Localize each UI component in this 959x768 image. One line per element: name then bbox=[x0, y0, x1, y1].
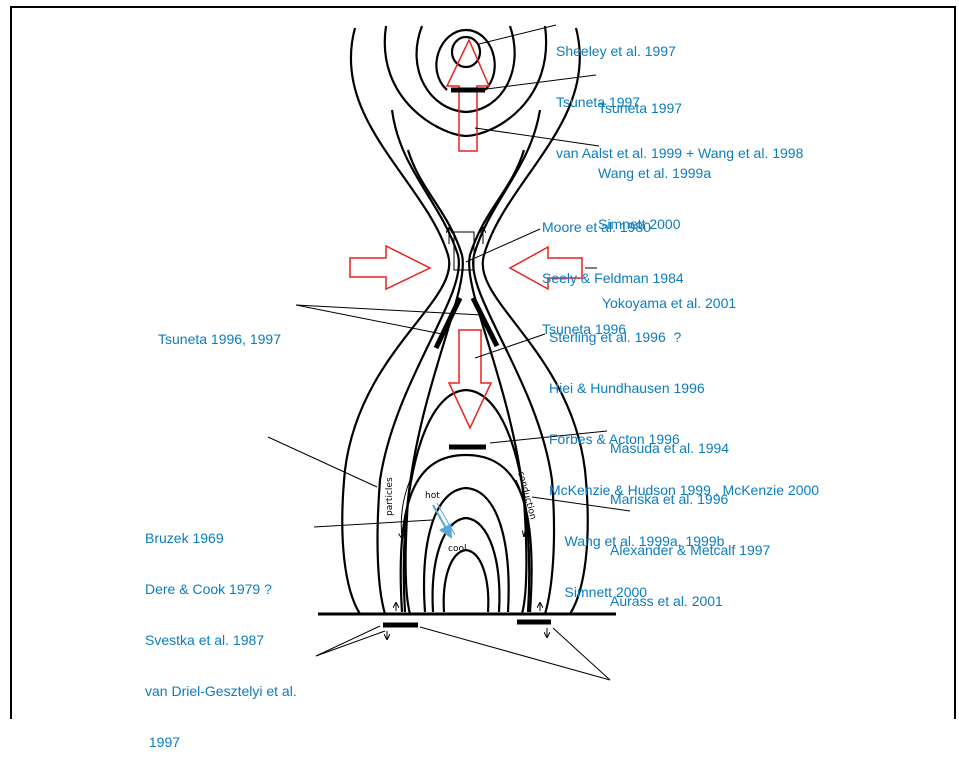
cooling-arrow bbox=[433, 505, 451, 537]
ref-line: Sterling et al. 1996 ? bbox=[549, 329, 819, 346]
inflow-arrow-left bbox=[350, 246, 430, 289]
ref-line: Tsuneta 1996, 1997 bbox=[158, 331, 281, 348]
conduction-label: conduction bbox=[515, 470, 538, 521]
refs-loop-top: Masuda et al. 1994 Mariska et al. 1996 A… bbox=[610, 406, 770, 627]
ref-line: 1997 bbox=[145, 734, 297, 751]
plasmoid-loop-3 bbox=[385, 26, 546, 136]
ref-line: Wang et al. 1999a bbox=[598, 165, 711, 182]
ref-line: Mariska et al. 1996 bbox=[610, 491, 770, 508]
ref-line: Svestka et al. 1987 bbox=[145, 632, 297, 649]
ref-line: Aurass et al. 2001 bbox=[610, 593, 770, 610]
plasmoid-core bbox=[452, 37, 480, 67]
loop-5 bbox=[444, 550, 489, 612]
refs-upper-bar: Tsuneta 1997 bbox=[598, 66, 682, 134]
plasmoid-loop-1 bbox=[436, 30, 494, 90]
ref-line: Hiei & Hundhausen 1996 bbox=[549, 380, 819, 397]
cool-label: cool bbox=[448, 544, 466, 554]
downflow-arrow bbox=[449, 330, 491, 428]
ref-line: Bruzek 1969 bbox=[145, 530, 297, 547]
ref-line: van Driel-Gesztelyi et al. bbox=[145, 683, 297, 700]
loop-4 bbox=[433, 518, 500, 612]
ref-line: Masuda et al. 1994 bbox=[610, 440, 770, 457]
ref-line: Alexander & Metcalf 1997 bbox=[610, 542, 770, 559]
ref-line: Moore et al. 1980 bbox=[542, 219, 684, 236]
particles-label: particles bbox=[385, 477, 395, 516]
hot-label: hot bbox=[425, 491, 440, 501]
loop-2 bbox=[401, 455, 532, 612]
refs-slow-shocks: Tsuneta 1996, 1997 bbox=[158, 297, 281, 365]
refs-cooling: Bruzek 1969 Dere & Cook 1979 ? Svestka e… bbox=[145, 496, 297, 768]
ref-line: Sheeley et al. 1997 bbox=[556, 43, 803, 60]
ref-line: Dere & Cook 1979 ? bbox=[145, 581, 297, 598]
ref-line: Tsuneta 1997 bbox=[598, 100, 682, 117]
plasmoid-loops bbox=[385, 26, 546, 136]
